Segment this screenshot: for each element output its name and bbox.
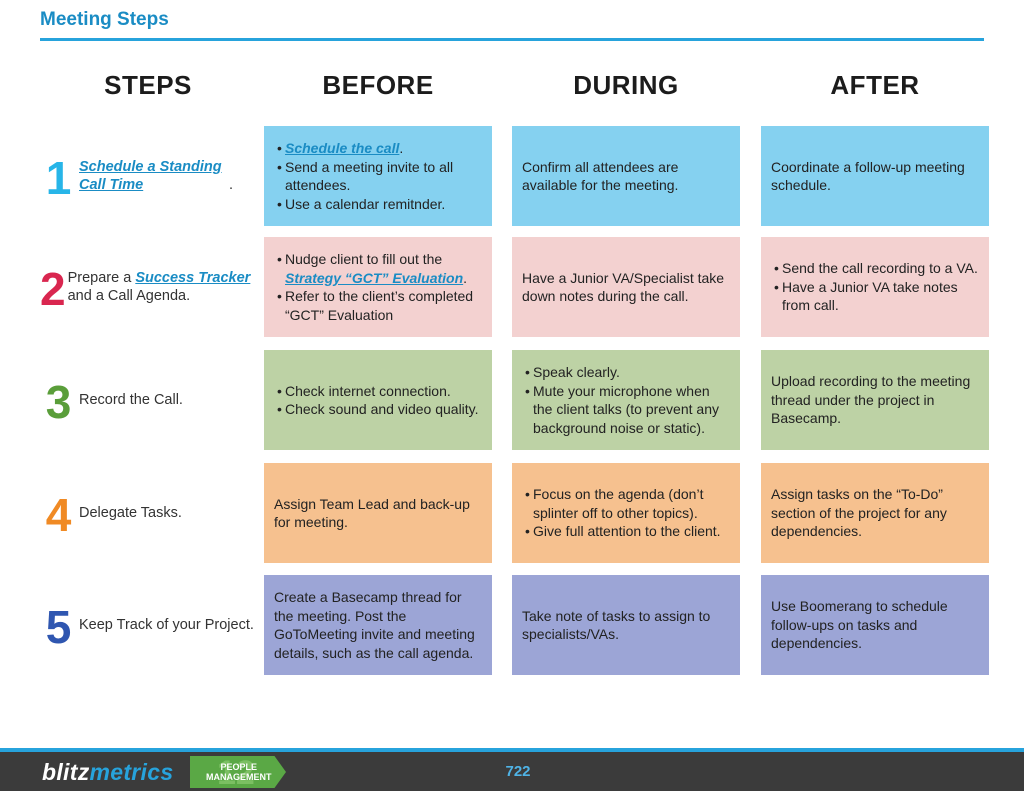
column-header-steps: STEPS	[104, 70, 192, 100]
cell-step5-during: Take note of tasks to assign to speciali…	[512, 575, 740, 675]
step-label: Delegate Tasks.	[79, 505, 182, 521]
success-tracker-link[interactable]: Success Tracker	[135, 270, 251, 286]
cell-step1-before: Schedule the call. Send a meeting invite…	[264, 126, 492, 226]
step-number: 1	[45, 152, 72, 204]
list-item: Focus on the agenda (don’t splinter off …	[522, 485, 730, 522]
step-number: 4	[45, 489, 72, 541]
list-item: Give full attention to the client.	[522, 522, 730, 541]
list-item: Have a Junior VA take notes from call.	[771, 278, 979, 315]
list-item: Send a meeting invite to all attendees.	[274, 158, 482, 195]
cell-step2-before: Nudge client to fill out the Strategy “G…	[264, 237, 492, 337]
step-label: Prepare a Success Tracker and a Call Age…	[67, 270, 251, 304]
cell-step4-after: Assign tasks on the “To-Do” section of t…	[761, 463, 989, 563]
cell-step4-before: Assign Team Lead and back-up for meeting…	[264, 463, 492, 563]
list-item: Send the call recording to a VA.	[771, 259, 979, 278]
list-item: Check sound and video quality.	[274, 400, 482, 419]
page-title: Meeting Steps	[40, 9, 169, 30]
cell-step5-before: Create a Basecamp thread for the meeting…	[264, 575, 492, 675]
cell-step1-during: Confirm all attendees are available for …	[512, 126, 740, 226]
schedule-standing-call-link[interactable]: Schedule a Standing Call Time	[79, 159, 222, 193]
list-item: Speak clearly.	[522, 363, 730, 382]
step-4: 4 Delegate Tasks.	[40, 463, 255, 563]
step-number: 2	[40, 263, 66, 315]
step-5: 5 Keep Track of your Project.	[40, 575, 255, 675]
cell-step2-after: Send the call recording to a VA. Have a …	[761, 237, 989, 337]
schedule-the-call-link[interactable]: Schedule the call	[285, 140, 400, 156]
list-item: Check internet connection.	[274, 382, 482, 401]
step-label: Record the Call.	[79, 392, 183, 408]
list-item: Refer to the client’s completed “GCT” Ev…	[274, 287, 482, 324]
brand-logo: blitzmetrics	[42, 759, 174, 785]
cell-step1-after: Coordinate a follow-up meeting schedule.	[761, 126, 989, 226]
step-label: Schedule a Standing Call Time.	[79, 159, 234, 193]
step-1: 1 Schedule a Standing Call Time.	[40, 126, 255, 226]
step-3: 3 Record the Call.	[40, 350, 255, 450]
cell-step3-after: Upload recording to the meeting thread u…	[761, 350, 989, 450]
chapter-number: 12	[217, 754, 255, 791]
step-label: Keep Track of your Project.	[79, 617, 254, 633]
cell-step3-before: Check internet connection. Check sound a…	[264, 350, 492, 450]
cell-step3-during: Speak clearly. Mute your microphone when…	[512, 350, 740, 450]
cell-step4-during: Focus on the agenda (don’t splinter off …	[512, 463, 740, 563]
cell-step2-during: Have a Junior VA/Specialist take down no…	[512, 237, 740, 337]
strategy-gct-evaluation-link[interactable]: Strategy “GCT” Evaluation	[285, 269, 464, 286]
column-header-after: AFTER	[830, 70, 920, 100]
list-item: Use a calendar remitnder.	[274, 195, 482, 214]
column-header-before: BEFORE	[322, 70, 434, 100]
list-item: Mute your microphone when the client tal…	[522, 382, 730, 438]
page-number: 722	[505, 763, 531, 780]
cell-step5-after: Use Boomerang to schedule follow-ups on …	[761, 575, 989, 675]
column-header-during: DURING	[573, 70, 679, 100]
step-number: 3	[45, 376, 72, 428]
step-2: 2 Prepare a Success Tracker and a Call A…	[40, 237, 255, 337]
step-number: 5	[45, 601, 72, 653]
title-divider	[40, 38, 984, 41]
